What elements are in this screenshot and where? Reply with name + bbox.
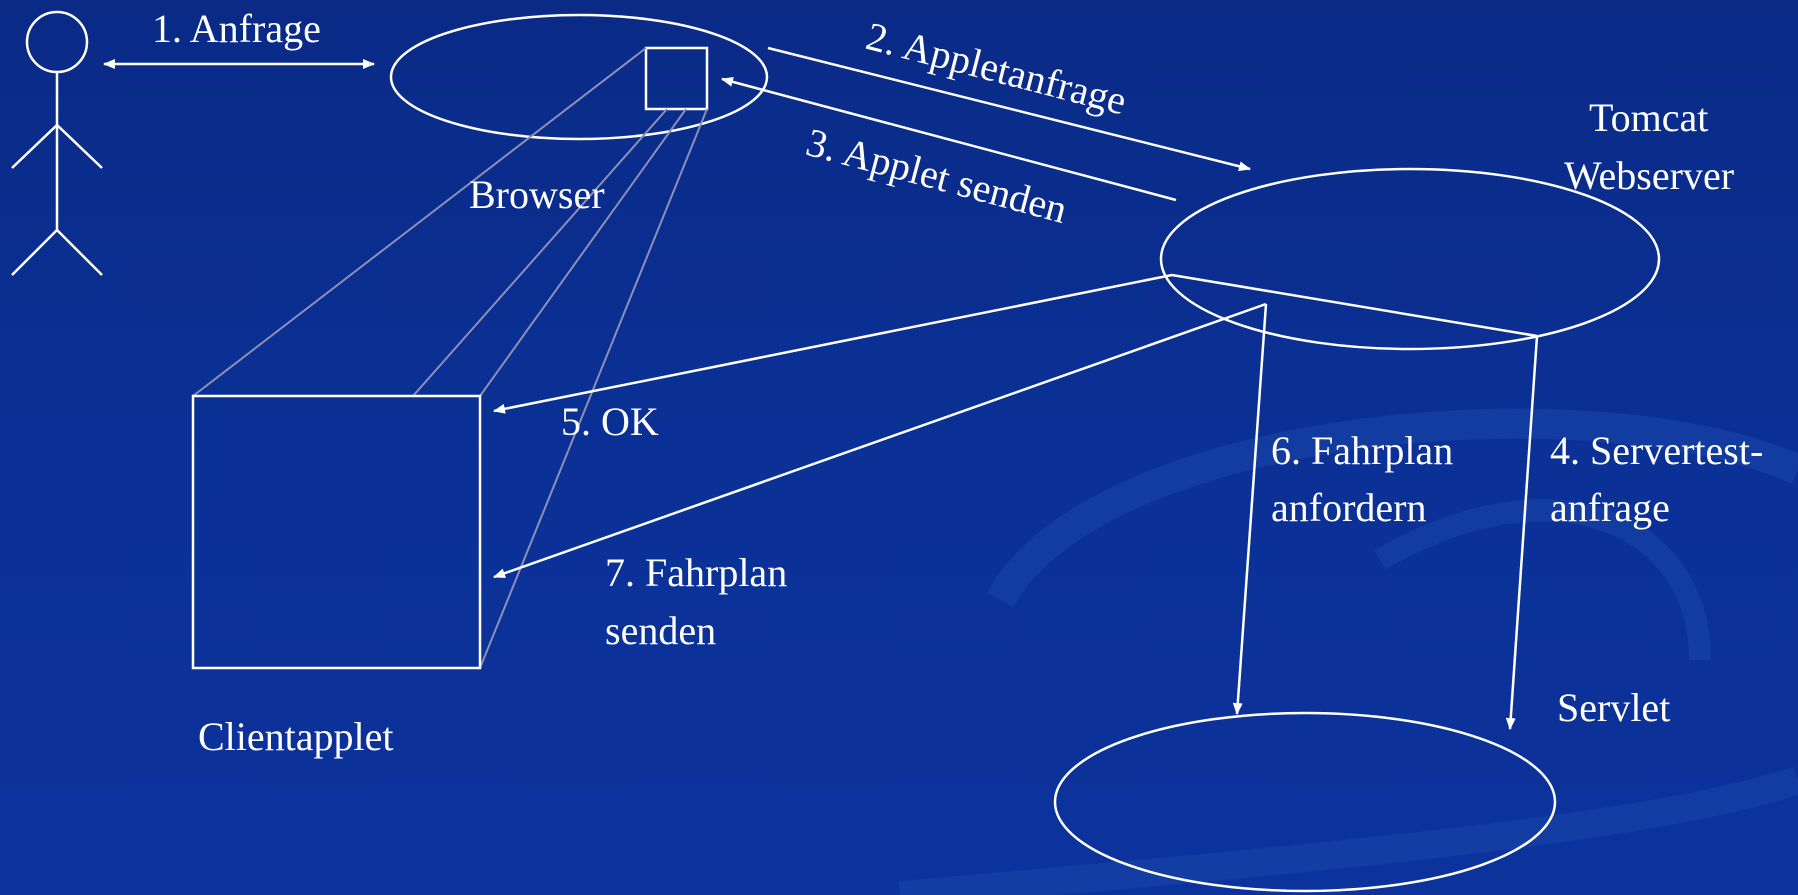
tomcat-ellipse	[1159, 167, 1661, 351]
arrow-ok	[493, 273, 1538, 414]
label-appletanfrage: 2. Appletanfrage	[862, 13, 1131, 123]
label-anfrage: 1. Anfrage	[152, 6, 321, 51]
background-swoosh	[898, 408, 1798, 895]
arrow-appletanfrage	[767, 46, 1251, 172]
arrow-servertest-anfrage	[1505, 335, 1539, 730]
label-tomcat: Tomcat	[1589, 95, 1708, 140]
label-ok: 5. OK	[561, 399, 659, 444]
label-servlet: Servlet	[1557, 685, 1670, 730]
clientapplet-box	[191, 394, 482, 670]
label-fahrplan-senden-2: senden	[605, 608, 716, 653]
servlet-ellipse	[1053, 711, 1557, 893]
label-servertest-2: anfrage	[1550, 485, 1670, 530]
arrow-fahrplan-senden	[493, 302, 1267, 579]
label-fahrplan-senden-1: 7. Fahrplan	[605, 550, 787, 595]
applet-square	[644, 46, 709, 111]
arrow-applet-senden	[721, 77, 1177, 202]
label-fahrplan-anfordern-1: 6. Fahrplan	[1271, 428, 1453, 473]
projection-lines	[192, 47, 708, 669]
user-icon	[11, 10, 103, 276]
label-browser: Browser	[469, 172, 605, 217]
browser-ellipse	[389, 13, 769, 141]
arrow-fahrplan-anfordern	[1232, 303, 1268, 715]
label-webserver: Webserver	[1564, 153, 1734, 198]
label-fahrplan-anfordern-2: anfordern	[1271, 485, 1426, 530]
label-clientapplet: Clientapplet	[198, 714, 394, 759]
label-servertest-1: 4. Servertest-	[1550, 428, 1763, 473]
